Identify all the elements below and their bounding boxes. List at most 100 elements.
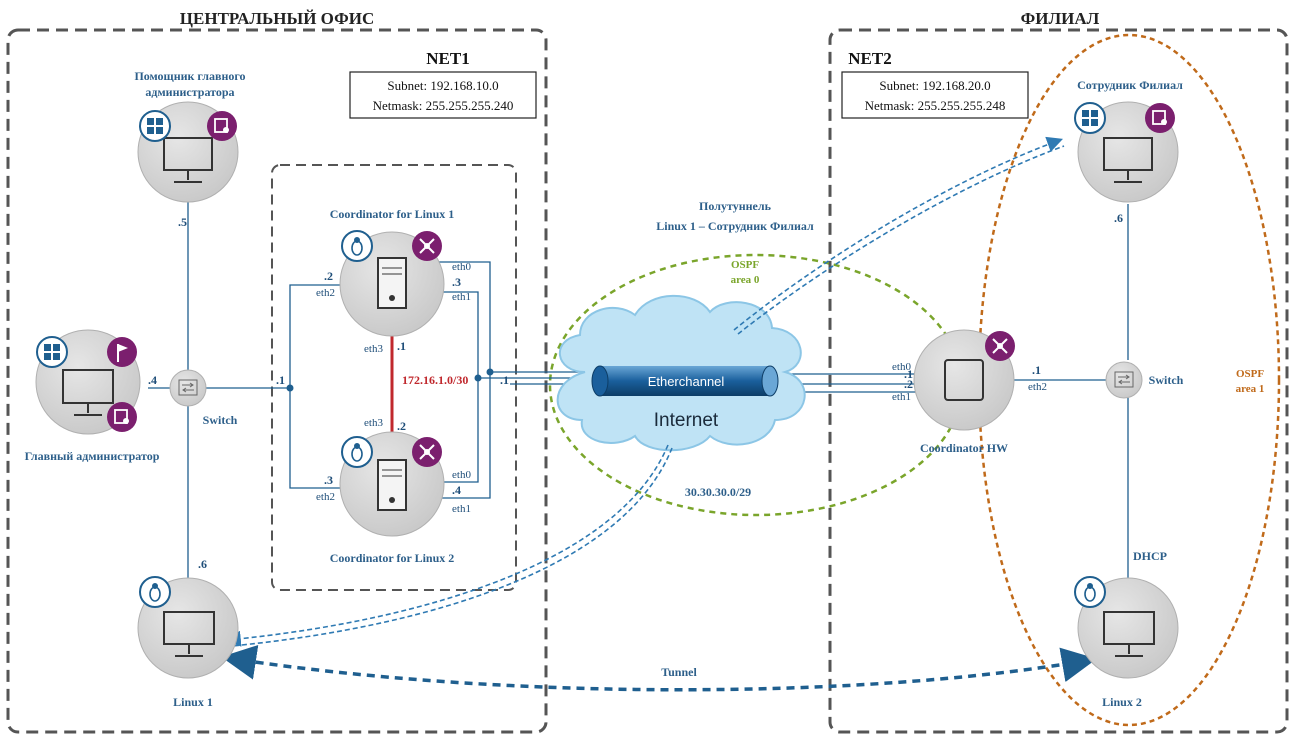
linux-icon xyxy=(341,230,373,262)
assistant-admin-label-2: администратора xyxy=(145,85,234,99)
linux-icon xyxy=(341,436,373,468)
branch-region xyxy=(828,28,1289,734)
windows-icon xyxy=(36,336,68,368)
addr-bus-right: .1 xyxy=(500,373,509,387)
addr-linux1: .6 xyxy=(198,557,207,571)
ospf-area1-label: OSPF xyxy=(1236,368,1264,380)
half-tunnel-label: Полутуннель xyxy=(699,199,772,213)
addr-left-bus: .1 xyxy=(276,373,285,387)
monitor-icon xyxy=(163,137,213,183)
addr-c2-eth3: .2 xyxy=(397,419,406,433)
coordinator-linux2[interactable] xyxy=(339,431,445,537)
half-tunnel-sublabel: Linux 1 – Сотрудник Филиал xyxy=(656,219,814,233)
coordinator-linux1-label: Coordinator for Linux 1 xyxy=(330,207,455,221)
addr-c1-eth3: .1 xyxy=(397,339,406,353)
router-icon xyxy=(985,331,1015,361)
coordinator-linux1[interactable] xyxy=(339,230,445,337)
port-hw-eth1: eth1 xyxy=(892,391,911,403)
coordinator-hw[interactable] xyxy=(913,329,1015,431)
ospf-area0-sublabel: area 0 xyxy=(731,274,760,286)
windows-icon xyxy=(139,110,171,142)
central-office-title: ЦЕНТРАЛЬНЫЙ ОФИС xyxy=(180,9,374,28)
server-icon xyxy=(377,257,407,309)
net1-box xyxy=(349,71,537,119)
port-hw-eth0: eth0 xyxy=(892,361,911,373)
branch-employee-label: Сотрудник Филиал xyxy=(1077,78,1183,92)
assistant-admin-label: Помощник главного xyxy=(134,69,245,83)
monitor-icon xyxy=(1103,611,1155,657)
addr-main-admin: .4 xyxy=(148,373,157,387)
switch-icon xyxy=(1114,371,1134,388)
user-icon xyxy=(207,111,237,141)
linux-icon xyxy=(1074,576,1106,608)
central-office-region xyxy=(6,28,548,734)
coordinator-linux2-label: Coordinator for Linux 2 xyxy=(330,551,455,565)
port-c2-eth2: eth2 xyxy=(316,491,335,503)
port-c2-eth1: eth1 xyxy=(452,503,471,515)
addr-c2-eth2: .3 xyxy=(324,473,333,487)
port-c2-eth3: eth3 xyxy=(364,417,383,429)
addr-hw-eth2: .1 xyxy=(1032,363,1041,377)
etherchannel-label: Etherchannel xyxy=(648,374,725,389)
left-switch[interactable] xyxy=(169,369,207,407)
assistant-admin-pc[interactable] xyxy=(137,101,239,203)
internet-label: Internet xyxy=(654,410,719,431)
right-junction-2 xyxy=(486,368,494,376)
linux1-label: Linux 1 xyxy=(173,695,213,709)
dhcp-label: DHCP xyxy=(1133,549,1167,563)
branch-title: ФИЛИАЛ xyxy=(1021,9,1100,28)
addr-assistant: .5 xyxy=(178,215,187,229)
net1-subnet: Subnet: 192.168.10.0 xyxy=(387,78,498,93)
main-admin-label: Главный администратор xyxy=(25,449,160,463)
server-icon xyxy=(377,459,407,511)
monitor-icon xyxy=(62,369,114,416)
port-c1-eth0: eth0 xyxy=(452,261,471,273)
linux1-pc[interactable] xyxy=(137,576,239,679)
port-c2-eth0: eth0 xyxy=(452,469,471,481)
addr-employee: .6 xyxy=(1114,211,1123,225)
net2-netmask: Netmask: 255.255.255.248 xyxy=(865,98,1006,113)
tunnel-link xyxy=(221,644,1097,692)
left-switch-label: Switch xyxy=(203,413,238,427)
heartbeat-subnet-label: 172.16.1.0/30 xyxy=(402,373,468,387)
port-c1-eth2: eth2 xyxy=(316,287,335,299)
port-c1-eth1: eth1 xyxy=(452,291,471,303)
main-admin-pc[interactable] xyxy=(35,329,141,435)
linux2-pc[interactable] xyxy=(1074,576,1179,679)
left-junction xyxy=(286,384,294,392)
net1-netmask: Netmask: 255.255.255.240 xyxy=(373,98,514,113)
linux-icon xyxy=(139,576,171,608)
right-switch-label: Switch xyxy=(1149,373,1184,387)
branch-employee-pc[interactable] xyxy=(1074,101,1179,203)
addr-c2-eth0: .4 xyxy=(452,483,461,497)
net2-box xyxy=(841,71,1029,119)
hw-device-icon xyxy=(944,359,984,401)
net2-subnet: Subnet: 192.168.20.0 xyxy=(879,78,990,93)
port-c1-eth3: eth3 xyxy=(364,343,383,355)
flag-icon xyxy=(107,337,137,367)
net1-title: NET1 xyxy=(426,49,469,68)
linux2-label: Linux 2 xyxy=(1102,695,1142,709)
half-tunnel-path xyxy=(224,136,1065,647)
addr-hw-eth0: .1 xyxy=(904,367,913,381)
user-icon xyxy=(1145,103,1175,133)
windows-icon xyxy=(1074,102,1106,134)
monitor-icon xyxy=(163,611,215,657)
port-hw-eth2: eth2 xyxy=(1028,381,1047,393)
user-icon xyxy=(107,402,137,432)
wan-subnet-label: 30.30.30.0/29 xyxy=(685,485,751,499)
switch-icon xyxy=(178,379,198,396)
right-switch[interactable] xyxy=(1105,361,1143,399)
net2-title: NET2 xyxy=(848,49,891,68)
etherchannel-pipe: Etherchannel xyxy=(591,365,779,397)
right-junction-1 xyxy=(474,374,482,382)
coordinator-hw-label: Coordinator HW xyxy=(920,441,1008,455)
addr-hw-eth1: .2 xyxy=(904,377,913,391)
ospf-area1-boundary xyxy=(977,33,1281,727)
addr-c1-eth2: .2 xyxy=(324,269,333,283)
ospf-area0-label: OSPF xyxy=(731,259,759,271)
coordinator-cluster xyxy=(271,164,517,591)
router-icon xyxy=(412,231,442,261)
monitor-icon xyxy=(1103,137,1153,183)
